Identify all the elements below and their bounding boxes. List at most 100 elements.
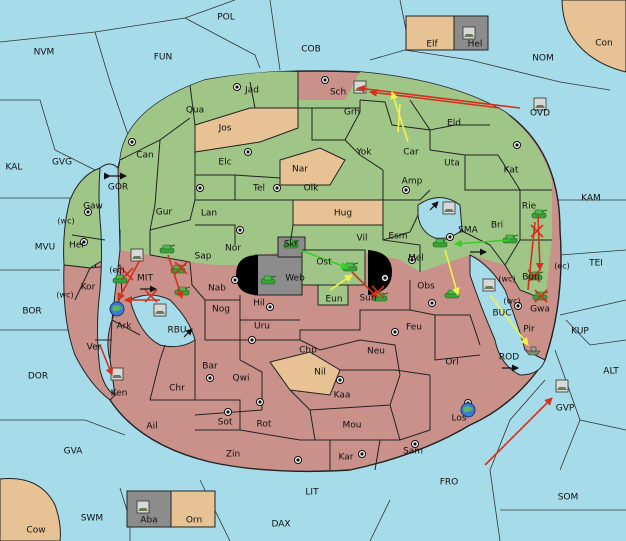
supply-center-icon xyxy=(233,83,241,91)
supply-center-icon xyxy=(321,76,329,84)
label-sch: Sch xyxy=(330,88,346,98)
label-orn: Orn xyxy=(186,516,202,526)
coast-wc-kor: (wc) xyxy=(56,291,73,300)
globe-icon xyxy=(109,301,125,317)
supply-center-icon xyxy=(391,328,399,336)
label-bri: Bri xyxy=(491,221,503,231)
label-eun: Eun xyxy=(325,295,342,305)
supply-center-icon xyxy=(248,336,256,344)
label-mvu: MVU xyxy=(35,243,56,253)
label-obs: Obs xyxy=(417,282,435,292)
label-rie: Rie xyxy=(522,202,537,212)
supply-center-icon xyxy=(231,276,239,284)
label-bar: Bar xyxy=(202,362,218,372)
label-chr: Chr xyxy=(169,384,185,394)
region-orn[interactable] xyxy=(170,490,216,528)
tunnel-right xyxy=(368,250,392,295)
label-amp: Amp xyxy=(402,177,423,187)
label-elf: Elf xyxy=(426,40,438,50)
label-gaw: Gaw xyxy=(83,202,103,212)
support-crosses xyxy=(120,224,548,303)
label-gur: Gur xyxy=(156,208,173,218)
label-cow: Cow xyxy=(26,526,45,536)
coast-wc-her: (wc) xyxy=(57,217,74,226)
label-nvm: NVM xyxy=(34,48,55,58)
label-fun: FUN xyxy=(154,53,173,63)
label-mel: Mel xyxy=(408,254,424,264)
label-pol: POL xyxy=(217,13,235,23)
label-dor: DOR xyxy=(28,372,48,382)
label-sam: Sam xyxy=(403,447,423,457)
label-grh: Grh xyxy=(344,108,360,118)
supply-center-icon xyxy=(381,274,389,282)
label-nar: Nar xyxy=(292,165,308,175)
supply-center-icon xyxy=(336,376,344,384)
label-kor: Kor xyxy=(81,283,96,293)
fleet-icon xyxy=(482,278,496,292)
coast-ec-bun: (ec) xyxy=(554,262,570,271)
supply-center-icon xyxy=(224,408,232,416)
fleet-icon xyxy=(462,26,476,40)
label-nil: Nil xyxy=(314,368,326,378)
label-uru: Uru xyxy=(254,322,270,332)
label-tel: Tel xyxy=(252,184,265,194)
label-rot: Rot xyxy=(257,420,272,430)
land-labels: Elf Hel Jad Sch Qua Jos Grh Eld Can Yok … xyxy=(69,40,550,526)
orders-yellow xyxy=(329,91,529,346)
label-con: Con xyxy=(595,39,613,49)
region-elf[interactable] xyxy=(405,15,455,51)
supply-center-icon xyxy=(236,226,244,234)
label-pir: Pir xyxy=(523,325,535,335)
label-sma: SMA xyxy=(458,226,478,236)
label-can: Can xyxy=(136,151,154,161)
region-cow[interactable] xyxy=(0,478,61,541)
label-buc: BUC xyxy=(492,309,511,319)
label-swm: SWM xyxy=(81,514,103,524)
fleet-icon xyxy=(110,367,124,381)
label-car: Car xyxy=(403,148,419,158)
label-fro: FRO xyxy=(440,478,459,488)
coast-ec-kor: (ec) xyxy=(109,266,125,275)
supply-center-icon xyxy=(128,138,136,146)
label-bor: BOR xyxy=(22,307,41,317)
label-yok: Yok xyxy=(355,148,372,158)
label-kam: KAM xyxy=(581,194,601,204)
label-cob: COB xyxy=(301,45,321,55)
double-arrow-icon xyxy=(104,172,519,372)
sea-gor-channel[interactable] xyxy=(97,163,121,396)
label-hug: Hug xyxy=(334,209,352,219)
region-nil[interactable] xyxy=(269,351,341,396)
fleet-icon xyxy=(442,201,456,215)
supply-center-icon xyxy=(244,148,252,156)
label-vil: Vil xyxy=(357,234,368,244)
region-nar[interactable] xyxy=(279,147,346,186)
supply-center-icon xyxy=(513,141,521,149)
label-gwa: Gwa xyxy=(530,305,550,315)
label-rbu: RBU xyxy=(167,326,186,336)
label-som: SOM xyxy=(558,493,579,503)
fleet-icon xyxy=(130,248,144,262)
label-elc: Elc xyxy=(218,158,231,168)
label-sot: Sot xyxy=(218,418,233,428)
fleet-icon xyxy=(353,80,367,94)
label-neu: Neu xyxy=(367,347,385,357)
label-gva: GVA xyxy=(64,447,84,457)
label-mit: MIT xyxy=(137,274,153,284)
label-ost: Ost xyxy=(316,258,332,268)
label-kup: KUP xyxy=(571,327,589,337)
label-qua: Qua xyxy=(186,106,204,116)
label-jos: Jos xyxy=(218,124,232,134)
region-con[interactable] xyxy=(561,0,626,73)
label-kaa: Kaa xyxy=(334,391,351,401)
label-hil: Hil xyxy=(253,299,265,309)
globe-icon xyxy=(460,402,476,418)
label-ken: Ken xyxy=(111,389,128,399)
coast-labels: (wc) (ec) (wc) (wc) (ec) (wc) xyxy=(56,217,569,306)
orders-green xyxy=(299,239,511,270)
supply-center-icon xyxy=(206,374,214,382)
supply-center-icon xyxy=(256,398,264,406)
label-feu: Feu xyxy=(406,323,422,333)
supply-center-icon xyxy=(266,303,274,311)
label-gvg: GVG xyxy=(52,158,72,168)
